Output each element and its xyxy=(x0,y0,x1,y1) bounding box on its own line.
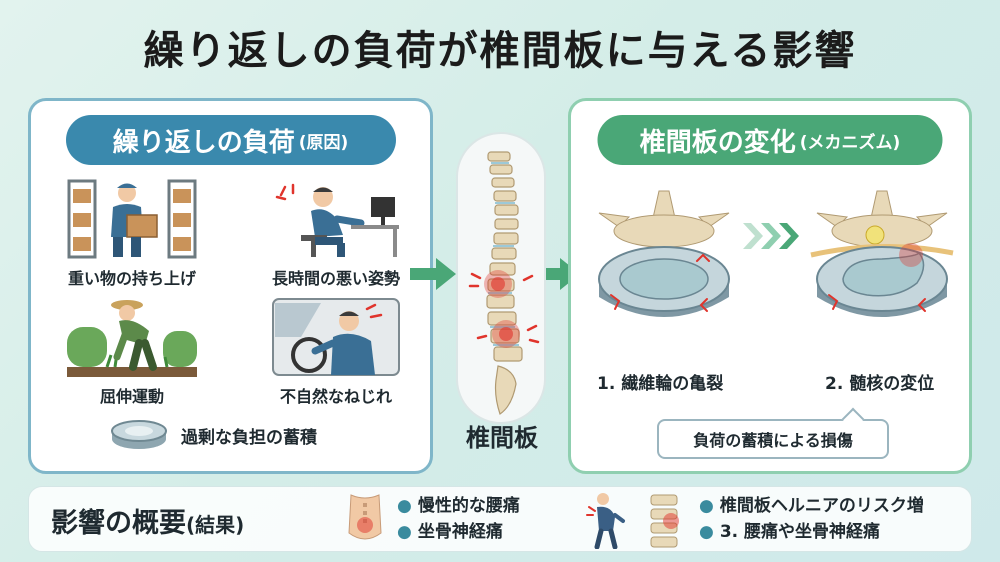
driving-twist-icon xyxy=(272,298,400,376)
causes-heading-suffix: (原因) xyxy=(298,132,349,153)
callout-text: 負荷の蓄積による損傷 xyxy=(693,431,853,450)
causes-heading: 繰り返しの負荷 (原因) xyxy=(65,115,396,165)
effects-heading-suffix: (結果) xyxy=(186,513,245,537)
gardening-bend-icon xyxy=(67,300,197,377)
accumulation-row: 過剰な負担の蓄積 xyxy=(109,419,317,451)
accumulation-label: 過剰な負担の蓄積 xyxy=(181,427,317,448)
cause-bending: 屈伸運動 xyxy=(37,297,227,407)
effects-heading: 影響の概要(結果) xyxy=(51,501,244,540)
stage-label: 2. 髄核の変位 xyxy=(825,374,935,394)
effects-list-right: ●椎間板ヘルニアのリスク増 ●3. 腰痛や坐骨神経痛 xyxy=(699,493,924,545)
hernia-risk-icon xyxy=(586,493,679,549)
stage-label: 1. 繊維輪の亀裂 xyxy=(597,374,724,394)
cause-posture: 長時間の悪い姿勢 xyxy=(241,179,431,289)
mechanism-heading: 椎間板の変化 (メカニズム) xyxy=(597,115,943,165)
bullet-icon: ● xyxy=(699,522,714,542)
effect-item: ●3. 腰痛や坐骨神経痛 xyxy=(699,519,924,545)
mechanism-panel: 椎間板の変化 (メカニズム) 1. 繊維輪の亀裂 2. 髄核の変位 xyxy=(568,98,972,474)
mechanism-heading-suffix: (メカニズム) xyxy=(799,132,901,153)
effect-text: 慢性的な腰痛 xyxy=(417,496,520,516)
spine-illustration xyxy=(456,132,546,424)
desk-posture-icon xyxy=(275,183,399,257)
effect-item: ●椎間板ヘルニアのリスク増 xyxy=(699,493,924,519)
cause-label: 長時間の悪い姿勢 xyxy=(271,269,400,288)
cause-label: 不自然なねじれ xyxy=(279,387,392,406)
effects-list-left: ●慢性的な腰痛 ●坐骨神経痛 xyxy=(397,493,520,545)
cause-label: 重い物の持ち上げ xyxy=(67,269,196,288)
cause-label: 屈伸運動 xyxy=(99,387,164,406)
bullet-icon: ● xyxy=(397,496,412,516)
arrow-right-icon xyxy=(410,258,456,290)
nucleus-displacement-icon xyxy=(810,190,954,317)
effect-item: ●坐骨神経痛 xyxy=(397,519,520,545)
causes-heading-text: 繰り返しの負荷 xyxy=(112,127,295,158)
effect-text: 3. 腰痛や坐骨神経痛 xyxy=(719,522,881,542)
effect-text: 椎間板ヘルニアのリスク増 xyxy=(719,496,924,516)
effects-summary: 影響の概要(結果) ●慢性的な腰痛 ●坐骨神経痛 ●椎間板ヘルニアのリスク増 ●… xyxy=(28,486,972,552)
cause-lifting: 重い物の持ち上げ xyxy=(37,179,227,289)
effects-heading-text: 影響の概要 xyxy=(51,508,186,539)
causes-panel: 繰り返しの負荷 (原因) 重い物の持ち上げ xyxy=(28,98,433,474)
bullet-icon: ● xyxy=(699,496,714,516)
bullet-icon: ● xyxy=(397,522,412,542)
effect-item: ●慢性的な腰痛 xyxy=(397,493,520,519)
chevrons-icon xyxy=(743,223,799,249)
damage-callout: 負荷の蓄積による損傷 xyxy=(657,407,889,459)
spine-icon xyxy=(468,151,540,415)
disc-icon xyxy=(111,420,167,449)
warehouse-lifting-icon xyxy=(67,179,197,259)
annulus-tear-icon xyxy=(598,190,730,317)
mechanism-heading-text: 椎間板の変化 xyxy=(639,127,796,158)
effect-text: 坐骨神経痛 xyxy=(417,522,503,542)
cause-twisting: 不自然なねじれ xyxy=(241,297,431,407)
lower-back-pain-icon xyxy=(348,494,382,540)
spine-label: 椎間板 xyxy=(466,424,538,452)
page-title: 繰り返しの負荷が椎間板に与える影響 xyxy=(143,28,857,74)
